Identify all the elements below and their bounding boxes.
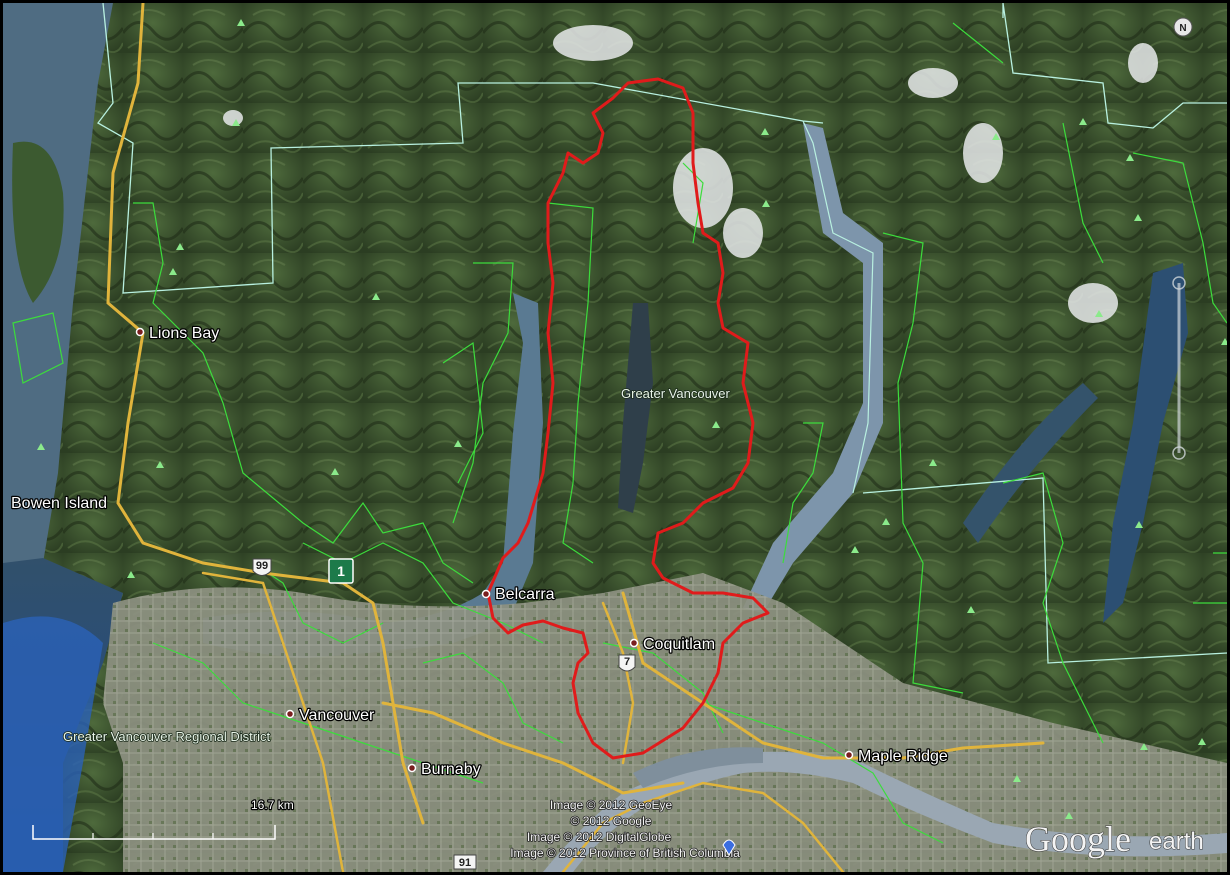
compass-icon[interactable]: N (1173, 17, 1193, 37)
label-coquitlam[interactable]: Coquitlam (642, 635, 716, 654)
label-burnaby[interactable]: Burnaby (420, 760, 482, 779)
svg-text:Google: Google (1025, 819, 1131, 859)
label-lions-bay[interactable]: Lions Bay (148, 324, 221, 343)
park-markers (37, 19, 1227, 819)
svg-text:Image © 2012 DigitalGlobe: Image © 2012 DigitalGlobe (527, 830, 672, 844)
ocean-bright (3, 616, 103, 872)
svg-text:7: 7 (624, 656, 630, 668)
svg-text:Image © 2012 GeoEye: Image © 2012 GeoEye (550, 798, 673, 812)
svg-text:16.7 km: 16.7 km (251, 798, 294, 812)
highways (106, 3, 1045, 872)
svg-text:N: N (1179, 23, 1186, 34)
pitt-lake (743, 123, 883, 613)
svg-text:1: 1 (337, 563, 345, 579)
label-maple-ridge[interactable]: Maple Ridge (857, 747, 949, 766)
scale-bar: 16.7 km (32, 797, 295, 840)
alouette-lake (963, 383, 1098, 543)
highway-1-shield: 1 (328, 558, 354, 584)
label-belcarra[interactable]: Belcarra (494, 585, 556, 604)
place-markers (135, 327, 854, 773)
svg-text:91: 91 (459, 857, 471, 869)
label-greater-vancouver: Greater Vancouver (621, 386, 731, 401)
zoom-slider[interactable] (1172, 276, 1186, 460)
region-boundary (97, 3, 1227, 664)
svg-text:earth: earth (1149, 828, 1204, 855)
satellite-map[interactable]: 99 1 7 91 Lions Bay Bowen Island Belcarr… (3, 3, 1227, 872)
svg-text:© 2012 Google: © 2012 Google (571, 814, 652, 828)
imagery-credits: Image © 2012 GeoEye © 2012 Google Image … (509, 797, 741, 861)
label-regional-district: Greater Vancouver Regional District (63, 729, 271, 744)
highway-99-shield: 99 (252, 558, 272, 576)
east-lake (1103, 263, 1188, 623)
river-channel (633, 747, 763, 788)
island (12, 141, 64, 303)
pitt-boundary (802, 120, 874, 494)
location-pin-icon[interactable] (722, 839, 736, 856)
fraser-river (543, 751, 1227, 872)
svg-text:Image © 2012 Province of Briti: Image © 2012 Province of British Columbi… (510, 846, 740, 860)
google-earth-logo: Google earth (1025, 819, 1205, 860)
highway-7-shield: 7 (618, 654, 636, 672)
svg-text:99: 99 (256, 560, 268, 572)
label-vancouver[interactable]: Vancouver (298, 706, 376, 725)
coquitlam-lake (618, 303, 653, 513)
highway-91-shield: 91 (453, 854, 477, 870)
label-bowen-island[interactable]: Bowen Island (10, 494, 108, 513)
hiking-route (486, 77, 770, 760)
